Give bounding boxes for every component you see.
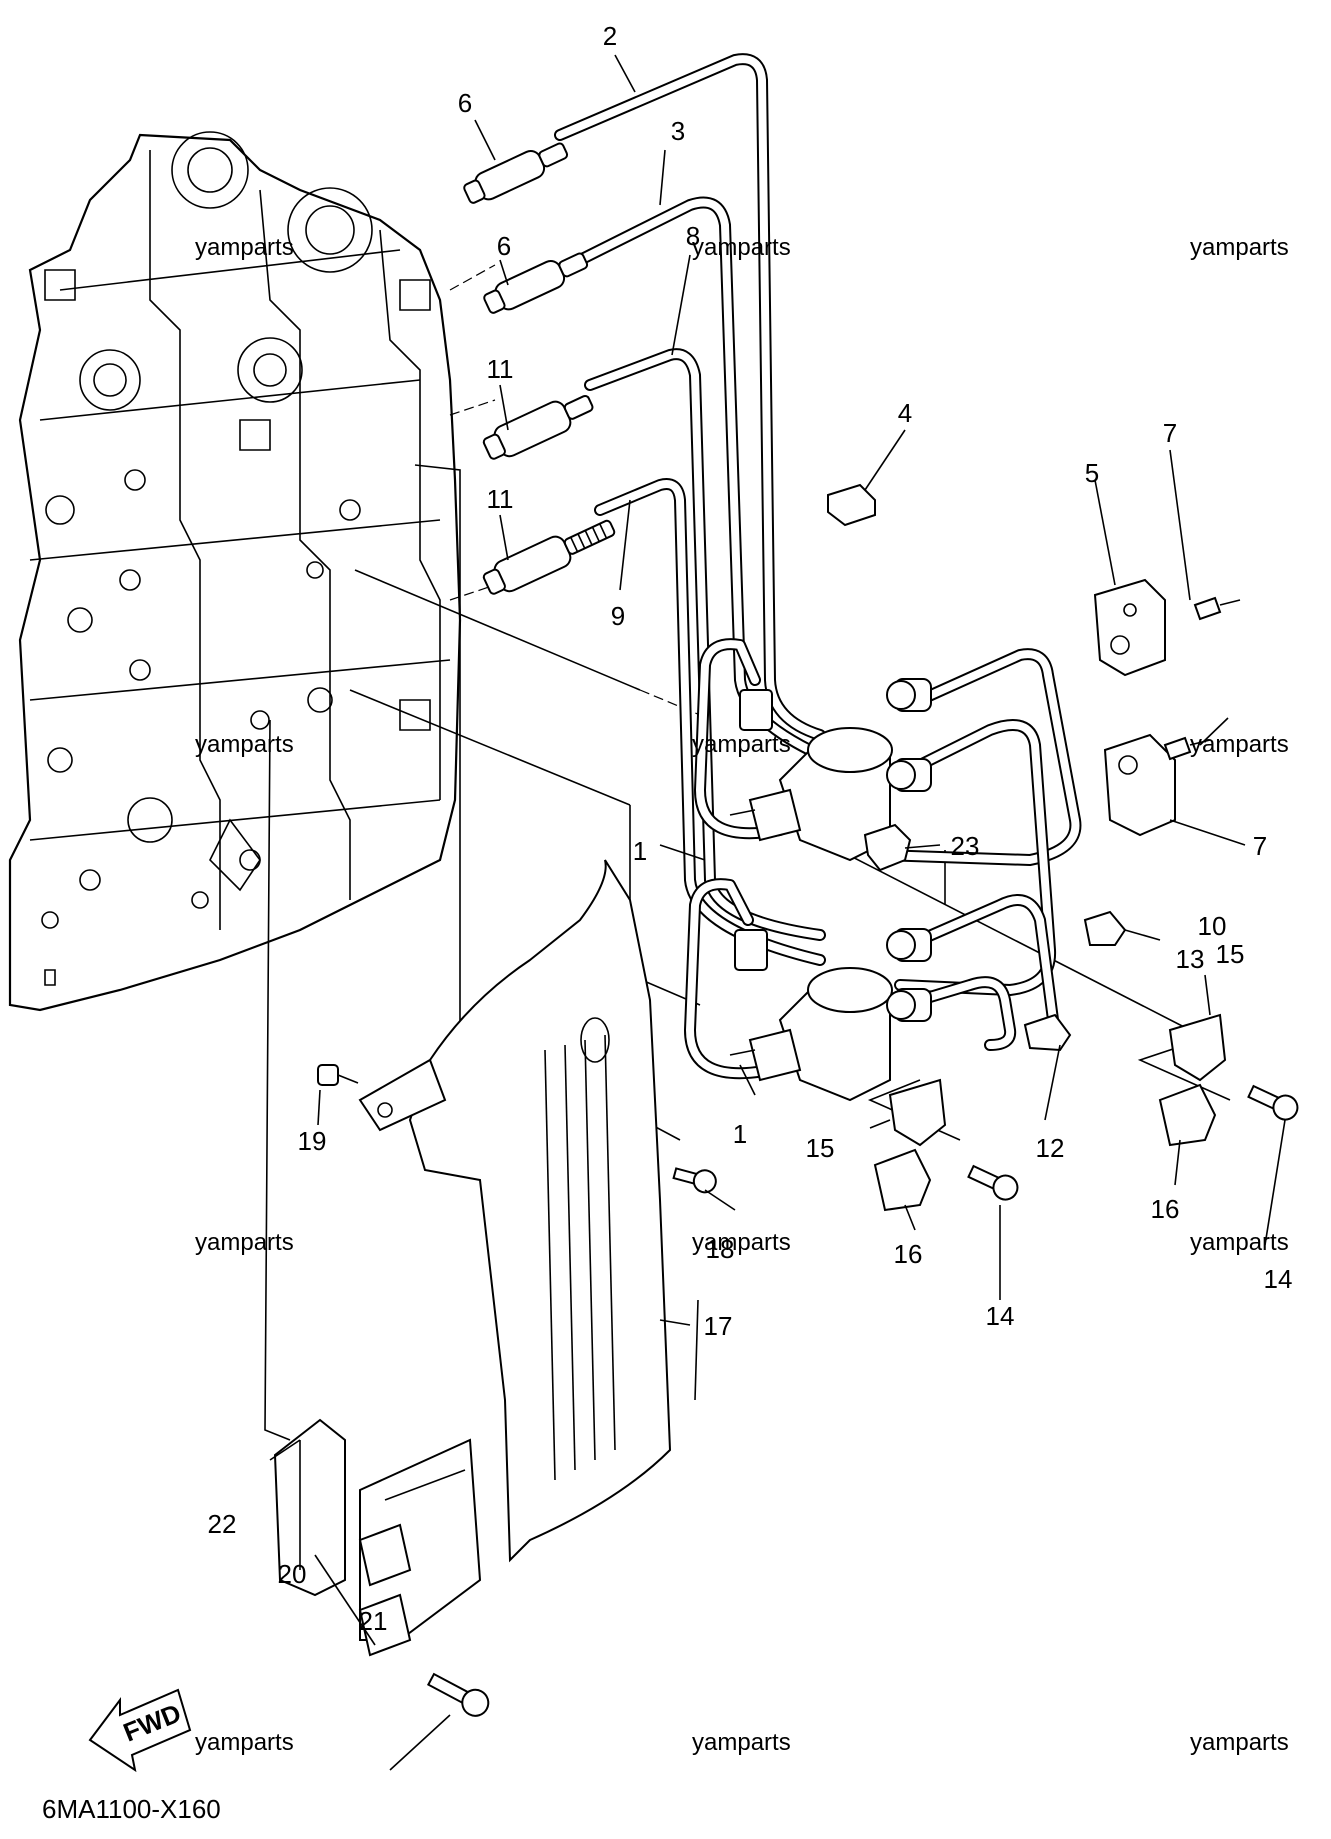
part-label-16-left: 16 <box>894 1239 923 1269</box>
part-label-17: 17 <box>704 1311 733 1341</box>
part-label-2: 2 <box>603 21 617 51</box>
assembly-lines <box>264 264 1231 1441</box>
part-label-1-top: 1 <box>633 836 647 866</box>
watermark: yamparts <box>692 234 791 261</box>
watermark: yamparts <box>195 1229 294 1256</box>
part-label-14-left: 14 <box>986 1301 1015 1331</box>
watermark: yamparts <box>195 234 294 261</box>
part-label-3: 3 <box>671 116 685 146</box>
forward-direction-arrow: FWD <box>88 1688 192 1773</box>
spark-plug-caps <box>463 142 616 595</box>
part-label-11-bottom: 11 <box>487 484 514 514</box>
watermark: yamparts <box>195 731 294 758</box>
high-tension-cables <box>554 53 1082 1080</box>
part-label-20: 20 <box>278 1559 307 1589</box>
part-label-10: 10 <box>1198 911 1227 941</box>
clamps-and-brackets <box>827 483 1241 1052</box>
leader-lines <box>269 54 1286 1771</box>
part-label-6-top: 6 <box>458 88 472 118</box>
cdi-unit-assembly <box>273 1418 490 1717</box>
watermark: yamparts <box>1190 234 1289 261</box>
part-label-6-mid: 6 <box>497 231 511 261</box>
part-label-11-top: 11 <box>487 354 514 384</box>
coil-mount-brackets <box>873 1013 1299 1212</box>
watermark: yamparts <box>1190 1729 1289 1756</box>
watermark: yamparts <box>1190 731 1289 758</box>
part-label-19: 19 <box>298 1126 327 1156</box>
part-label-13: 13 <box>1176 944 1205 974</box>
watermark: yamparts <box>692 731 791 758</box>
part-label-14-right: 14 <box>1264 1264 1293 1294</box>
part-label-22: 22 <box>208 1509 237 1539</box>
part-label-1-bottom: 1 <box>733 1119 747 1149</box>
part-label-18: 18 <box>706 1234 735 1264</box>
part-label-16-right: 16 <box>1151 1194 1180 1224</box>
electrical-cover <box>358 859 672 1563</box>
part-label-15-right: 15 <box>1216 939 1245 969</box>
part-number-labels: 2 3 6 6 8 11 11 9 4 5 7 7 10 23 13 15 12… <box>208 21 1293 1636</box>
part-label-9: 9 <box>611 601 625 631</box>
watermark: yamparts <box>195 1729 294 1756</box>
part-label-21: 21 <box>359 1606 388 1636</box>
watermark: yamparts <box>692 1229 791 1256</box>
part-label-4: 4 <box>898 398 912 428</box>
part-label-15-left: 15 <box>806 1133 835 1163</box>
watermark: yamparts <box>1190 1229 1289 1256</box>
part-label-8: 8 <box>686 221 700 251</box>
part-label-7-top: 7 <box>1163 418 1177 448</box>
watermarks: yamparts yamparts yamparts yamparts yamp… <box>195 234 1289 1756</box>
part-label-23: 23 <box>951 831 980 861</box>
watermark: yamparts <box>692 1729 791 1756</box>
part-label-12: 12 <box>1036 1133 1065 1163</box>
diagram-code: 6MA1100-X160 <box>42 1794 221 1824</box>
part-label-5: 5 <box>1085 458 1099 488</box>
ignition-coils <box>729 678 932 1102</box>
small-bolts <box>317 1064 717 1194</box>
cylinder-block-illustration <box>8 131 462 1012</box>
part-label-7-bottom: 7 <box>1253 831 1267 861</box>
